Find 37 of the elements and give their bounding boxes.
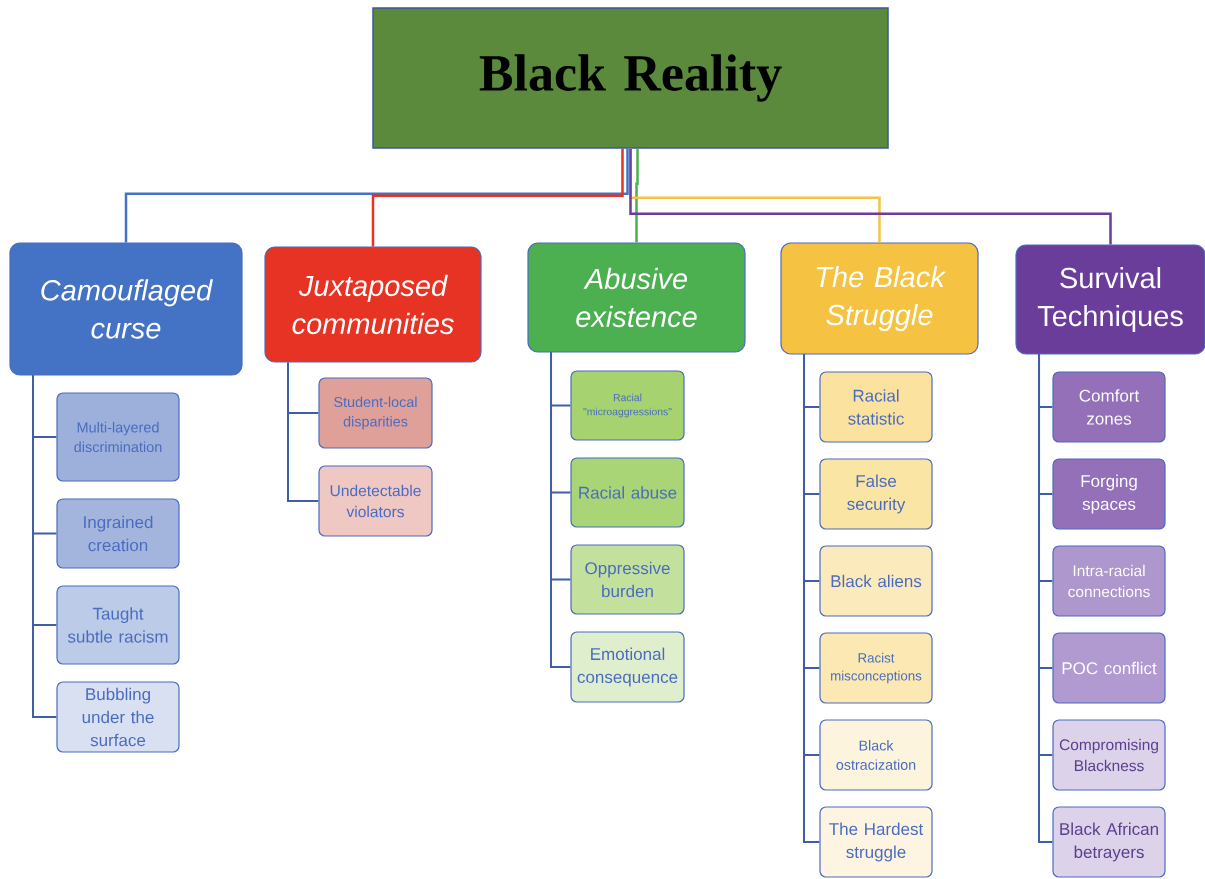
topic-box: Black aliens [819, 545, 933, 617]
topic-box: Racial abuse [570, 457, 685, 528]
connector-line [629, 148, 1112, 245]
connector-line [803, 353, 821, 843]
category-box: Abusive existence [527, 242, 746, 353]
topic-box: Ingrained creation [56, 498, 180, 569]
topic-box: Oppressive burden [570, 544, 685, 615]
topic-box: Forging spaces [1052, 458, 1166, 530]
connector-line [287, 361, 320, 502]
category-box: The Black Struggle [780, 242, 979, 355]
connector-line [371, 148, 624, 247]
topic-box: Intra-racial connections [1052, 545, 1166, 617]
topic-box: Taught subtle racism [56, 585, 180, 665]
connector-line [550, 351, 572, 668]
topic-box: Student-local disparities [318, 377, 433, 449]
topic-box: Comfort zones [1052, 371, 1166, 443]
title-box: Black Reality [372, 7, 889, 149]
category-box: Juxtaposed communities [264, 246, 482, 363]
topic-box: Racist misconceptions [819, 632, 933, 704]
connector-line [124, 148, 629, 243]
connector-line [635, 148, 639, 243]
connector-line [1038, 353, 1054, 843]
topic-box: POC conflict [1052, 632, 1166, 704]
category-box: Camouflaged curse [9, 242, 243, 376]
topic-box: Compromising Blackness [1052, 719, 1166, 791]
topic-box: The Hardest struggle [819, 806, 933, 878]
topic-box: Undetectable violators [318, 465, 433, 537]
topic-box: Multi-layered discrimination [56, 392, 180, 482]
topic-box: Black ostracization [819, 719, 933, 791]
category-box: Survival Techniques [1015, 244, 1205, 355]
topic-box: Emotional consequence [570, 631, 685, 703]
topic-box: False security [819, 458, 933, 530]
topic-box: Racial "microaggressions" [570, 370, 685, 441]
connector-line [32, 374, 58, 718]
topic-box: Bubbling under the surface [56, 681, 180, 753]
topic-box: Black African betrayers [1052, 806, 1166, 878]
topic-box: Racial statistic [819, 371, 933, 443]
